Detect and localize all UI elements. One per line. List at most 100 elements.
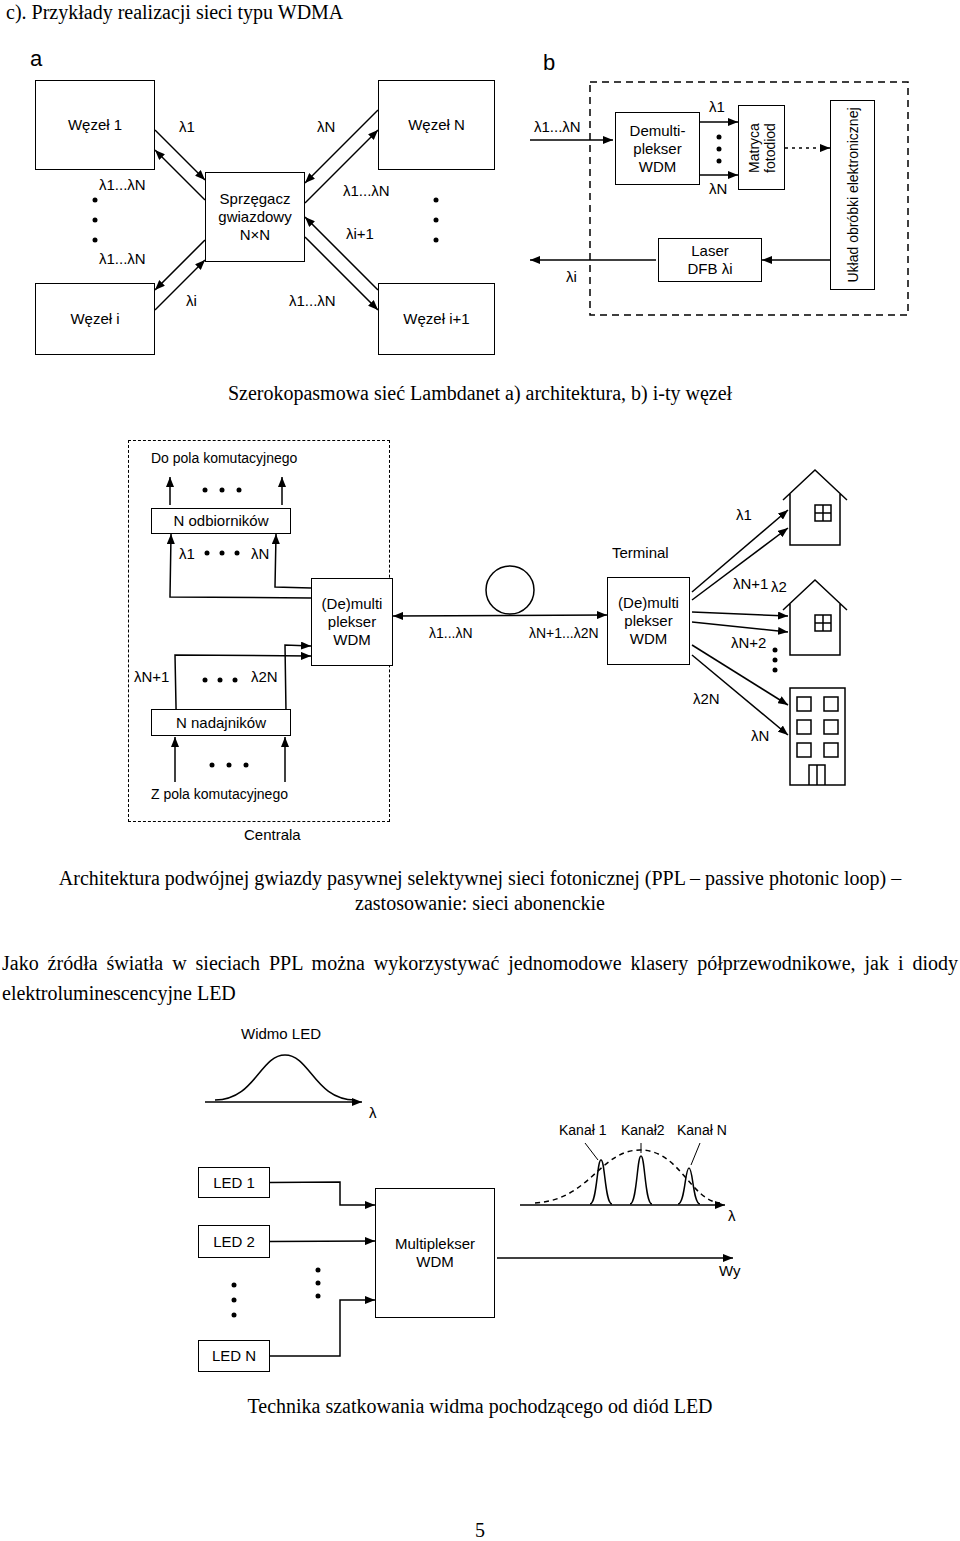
- building-window: [797, 743, 811, 757]
- signal-arrow: [155, 260, 205, 310]
- ellipsis-dot: [316, 1294, 321, 1299]
- node-text: LED 1: [213, 1174, 255, 1192]
- wavelength-label: λ1: [178, 545, 196, 563]
- ellipsis-dot: [93, 218, 98, 223]
- ellipsis-dot: [203, 488, 208, 493]
- house-icon: [783, 470, 847, 545]
- diagram-label: λ2N: [692, 690, 721, 708]
- node-text: LED N: [212, 1347, 256, 1365]
- diagram-label: λN+1: [732, 575, 769, 593]
- ellipsis-dot: [232, 1298, 237, 1303]
- diagram-label: Wy: [718, 1262, 742, 1280]
- node-text: Węzeł i+1: [402, 310, 472, 328]
- signal-arrow: [285, 645, 311, 709]
- ellipsis-dot: [233, 678, 238, 683]
- ellipsis-dot: [434, 238, 439, 243]
- wavelength-label: λN+1: [133, 668, 170, 686]
- fiber-loop: [486, 566, 534, 614]
- electronics-box: Układ obróbki elektronicznej: [830, 100, 875, 290]
- wavelength-label: λ1...λN: [98, 176, 147, 194]
- led-box: LED 1: [198, 1167, 270, 1198]
- node-text: Węzeł N: [407, 116, 467, 134]
- output-arrow: [530, 259, 656, 261]
- ellipsis-dot: [218, 678, 223, 683]
- diagram-label: Kanał2: [620, 1122, 666, 1139]
- signal-arrow: [762, 259, 830, 261]
- ellipsis-dot: [210, 763, 215, 768]
- diagram-label: Kanał N: [676, 1122, 728, 1139]
- diagram-label: λN: [750, 727, 770, 745]
- spectrum-envelope: [535, 1150, 720, 1203]
- ellipsis-dot: [244, 763, 249, 768]
- ellipsis-dot: [227, 763, 232, 768]
- multiplexer-box: Multiplekser WDM: [375, 1188, 495, 1318]
- diagram-label: λ1...λN: [533, 118, 582, 136]
- page-title: c). Przykłady realizacji sieci typu WDMA: [6, 0, 343, 24]
- star-coupler: Sprzęgacz gwiazdowy N×N: [205, 172, 305, 262]
- ellipsis-dot: [93, 238, 98, 243]
- ellipsis-dot: [235, 551, 240, 556]
- output-arrow: [281, 477, 283, 505]
- diagram-label: Z pola komutacyjnego: [150, 786, 289, 803]
- house-icon: [783, 580, 847, 655]
- ellipsis-dot: [203, 678, 208, 683]
- ellipsis-dot: [773, 668, 778, 673]
- signal-arrow: [305, 110, 378, 183]
- node-text: Układ obróbki elektronicznej: [844, 105, 860, 285]
- receiver-bank: N odbiorników: [151, 508, 291, 534]
- signal-arrow: [275, 534, 311, 588]
- network-node: Węzeł i: [35, 283, 155, 355]
- led-spectrum: [215, 1055, 355, 1100]
- output-arrow: [497, 1257, 733, 1259]
- diagram-label: λ: [727, 1207, 737, 1225]
- ellipsis-dot: [773, 648, 778, 653]
- wavelength-label: λ2N: [250, 668, 279, 686]
- ellipsis-dot: [434, 198, 439, 203]
- diagram-label: a: [30, 46, 42, 72]
- network-node: Węzeł N: [378, 80, 495, 170]
- window-frame: [815, 505, 831, 521]
- diagram-label: λ1: [735, 506, 753, 524]
- house-window: [815, 615, 831, 631]
- node-text: Węzeł i: [65, 310, 125, 328]
- input-arrow: [174, 737, 176, 782]
- led-box: LED 2: [198, 1225, 270, 1258]
- signal-arrow: [175, 655, 311, 709]
- ellipsis-dot: [232, 1313, 237, 1318]
- diagram-label: λ: [368, 1104, 378, 1122]
- network-node: Węzeł 1: [35, 80, 155, 170]
- laser-box: Laser DFB λi: [658, 238, 762, 282]
- ellipsis-dot: [717, 135, 722, 140]
- demultiplexer-box: Demulti- plekser WDM: [615, 112, 700, 185]
- wavelength-label: λN: [708, 180, 728, 198]
- input-arrow: [530, 139, 613, 141]
- input-arrow: [284, 737, 286, 782]
- ellipsis-dot: [232, 1283, 237, 1288]
- wavelength-axis: [520, 1204, 725, 1206]
- node-enclosure: [590, 82, 908, 315]
- signal-arrow: [393, 615, 607, 616]
- node-heading: Centrala: [244, 826, 301, 844]
- transmitter-bank: N nadajników: [151, 709, 291, 736]
- leader-line: [641, 1143, 642, 1153]
- diagram-label: Widmo LED: [240, 1025, 322, 1043]
- diagram-label: λN+1...λ2N: [528, 625, 600, 642]
- ellipsis-dot: [93, 198, 98, 203]
- ellipsis-dot: [316, 1281, 321, 1286]
- ellipsis-dot: [237, 488, 242, 493]
- node-text: (De)multi plekser WDM: [316, 595, 388, 649]
- signal-arrow: [700, 121, 738, 123]
- building-door: [809, 765, 825, 785]
- terminal-multiplexer: Terminal(De)multi plekser WDM: [607, 577, 690, 665]
- caption-text: Architektura podwójnej gwiazdy pasywnej …: [20, 866, 940, 916]
- node-text: N nadajników: [176, 714, 266, 732]
- wavelength-label: λ1...λN: [288, 292, 337, 310]
- multiplexer-box: (De)multi plekser WDM: [311, 578, 393, 666]
- leader-line: [691, 1143, 700, 1165]
- node-heading: Terminal: [612, 544, 669, 562]
- signal-arrow: [270, 1240, 375, 1242]
- output-arrow: [169, 477, 171, 505]
- leader-line: [585, 1143, 598, 1160]
- signal-arrow: [270, 1182, 375, 1205]
